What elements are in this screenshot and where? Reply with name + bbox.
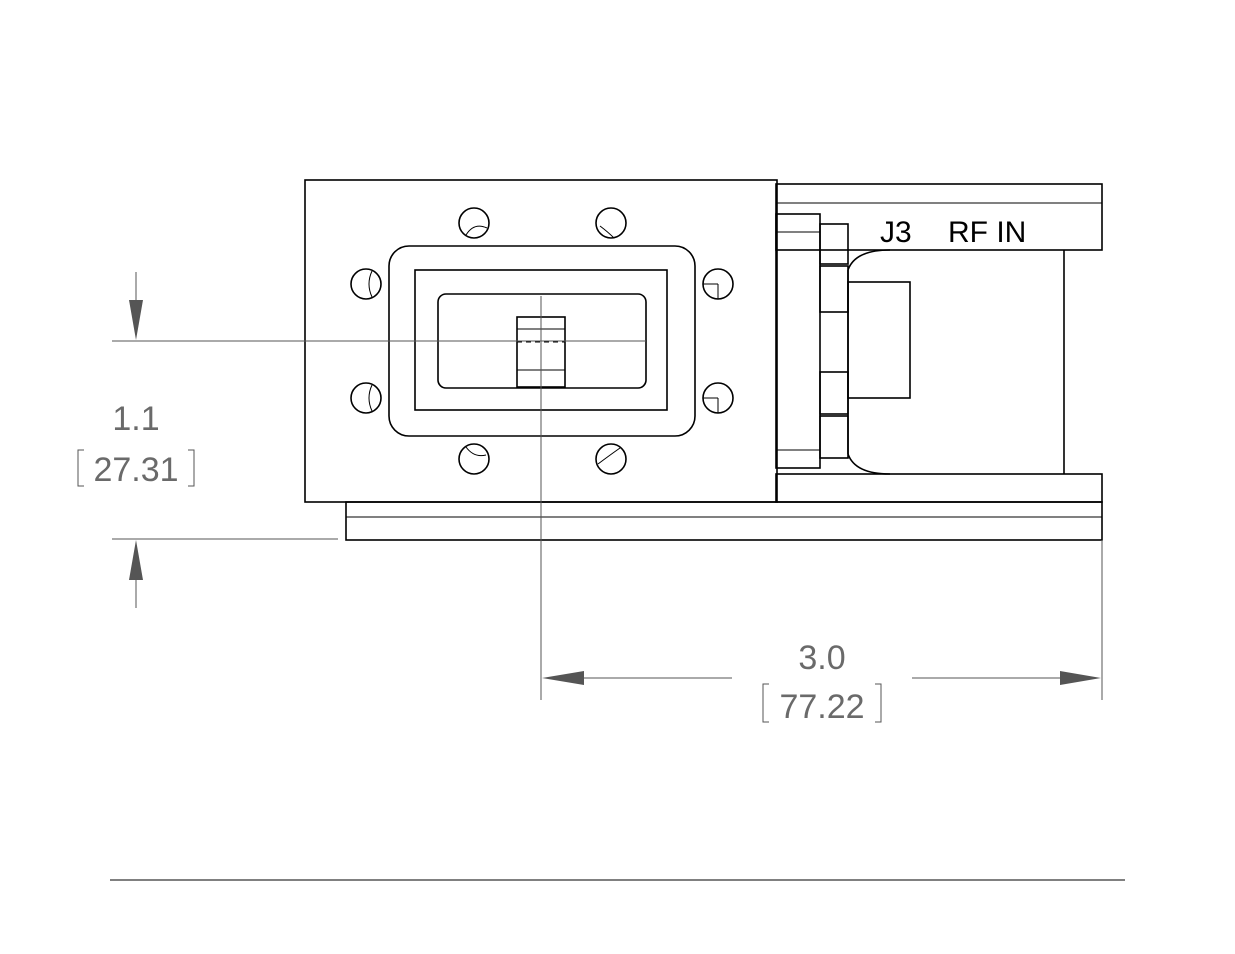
vertical-dim-metric: 27.31	[93, 451, 178, 489]
housing-body	[776, 184, 1102, 502]
screw-hole	[596, 208, 626, 238]
horizontal-dim-value: 3.0	[798, 639, 845, 677]
screw-hole	[596, 444, 626, 474]
dimension-arrow-right	[1060, 671, 1101, 685]
base-plate	[346, 502, 1102, 540]
dimension-arrow-up	[129, 540, 143, 580]
dimension-arrow-down	[129, 300, 143, 340]
connector-label: J3	[880, 216, 912, 249]
port-label: RF IN	[948, 216, 1026, 249]
screw-hole	[703, 383, 733, 413]
connector-block	[776, 214, 910, 468]
vertical-dimension: 1.1 27.31	[78, 272, 646, 608]
vertical-dim-value: 1.1	[112, 400, 159, 438]
screw-hole	[351, 383, 381, 413]
horizontal-dim-metric: 77.22	[779, 688, 864, 726]
screw-hole	[351, 269, 381, 299]
horizontal-dimension: 3.0 77.22	[541, 296, 1102, 726]
dimension-arrow-left	[542, 671, 584, 685]
screw-hole	[459, 444, 489, 474]
screw-hole	[703, 269, 733, 299]
screw-hole	[459, 208, 489, 238]
